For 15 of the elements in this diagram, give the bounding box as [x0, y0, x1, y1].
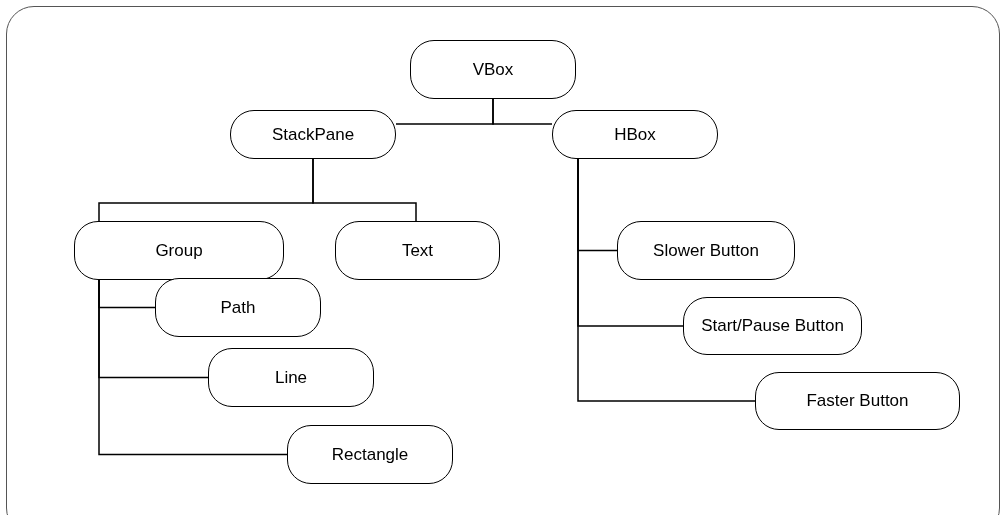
connector-line [98, 279, 288, 456]
rounded-box: HBox [552, 110, 718, 159]
rounded-box: VBox [410, 40, 576, 99]
rounded-box: Text [335, 221, 500, 280]
connector-line [492, 98, 553, 125]
rounded-box: Line [208, 348, 374, 407]
rounded-box: Faster Button [755, 372, 960, 430]
rounded-box: Slower Button [617, 221, 795, 280]
rounded-box: StackPane [230, 110, 396, 159]
rounded-box: Group [74, 221, 284, 280]
connector-line [312, 158, 417, 222]
connector-line [577, 158, 756, 402]
rounded-box: Path [155, 278, 321, 337]
rounded-box: Rectangle [287, 425, 453, 484]
rounded-box: Start/Pause Button [683, 297, 862, 355]
